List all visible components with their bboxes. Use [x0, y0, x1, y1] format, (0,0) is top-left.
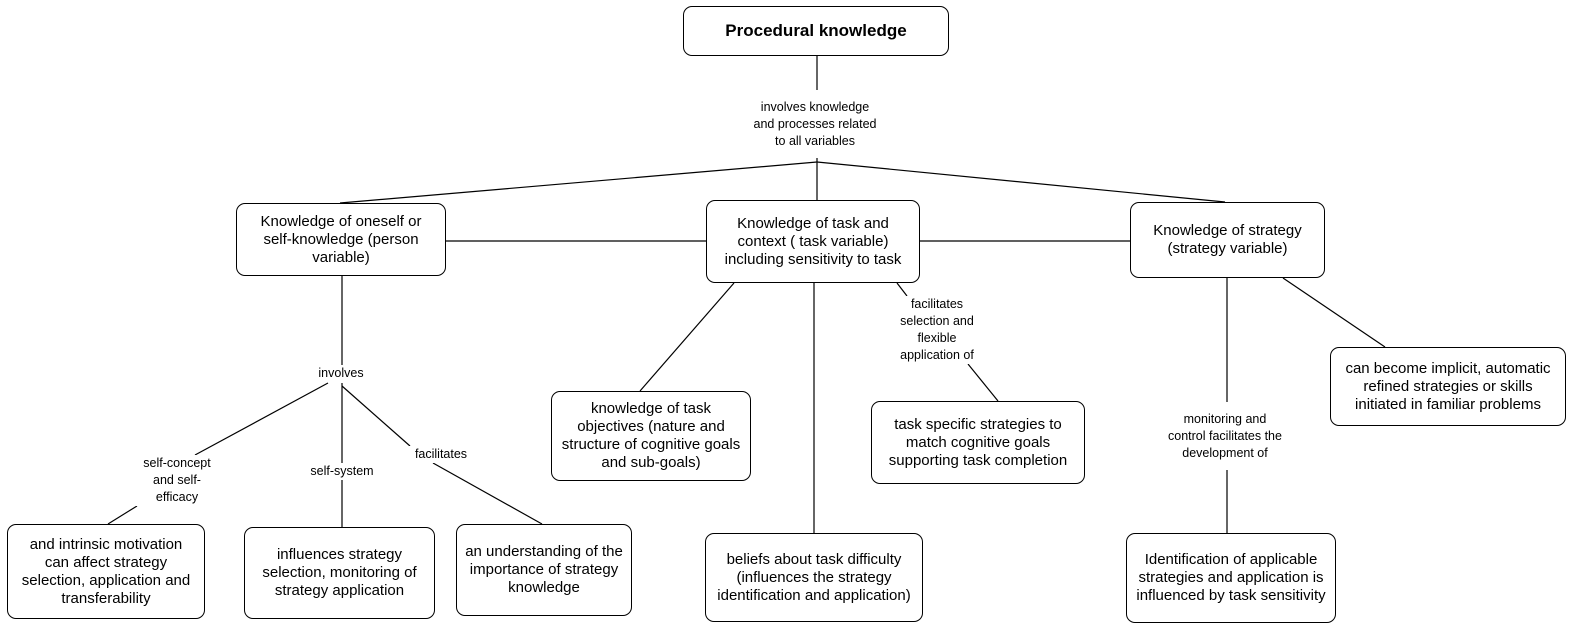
node-intrinsic-motivation: and intrinsic motivation can affect stra…: [7, 524, 205, 619]
connector-task-to-facilitates-label: [896, 282, 908, 297]
node-implicit-strategies: can become implicit, automatic refined s…: [1330, 347, 1566, 426]
node-task-objectives: knowledge of task objectives (nature and…: [551, 391, 751, 481]
label-self-system: self-system: [300, 463, 384, 480]
node-beliefs-difficulty: beliefs about task difficulty (influence…: [705, 533, 923, 622]
connector-label-to-self: [339, 161, 818, 204]
connector-self-concept-to-motivation: [107, 505, 138, 525]
label-monitoring-control: monitoring and control facilitates the d…: [1166, 402, 1284, 470]
node-self-knowledge: Knowledge of oneself or self-knowledge (…: [236, 203, 446, 276]
connector-facilitates-label-to-specific: [967, 363, 999, 402]
node-procedural-knowledge: Procedural knowledge: [683, 6, 949, 56]
node-understanding-importance: an understanding of the importance of st…: [456, 524, 632, 616]
label-involves-all-variables: involves knowledge and processes related…: [752, 90, 878, 158]
label-involves: involves: [310, 365, 372, 382]
connector-strategy-to-implicit: [1282, 277, 1386, 348]
label-facilitates: facilitates: [406, 446, 476, 463]
label-self-concept: self-concept and self-efficacy: [136, 455, 218, 506]
node-strategy-knowledge: Knowledge of strategy (strategy variable…: [1130, 202, 1325, 278]
connector-task-to-objectives: [639, 282, 735, 392]
node-identification-strategies: Identification of applicable strategies …: [1126, 533, 1336, 623]
connector-involves-to-self-concept: [194, 382, 329, 456]
node-influences-selection: influences strategy selection, monitorin…: [244, 527, 435, 619]
connector-involves-to-facilitates: [341, 385, 411, 447]
node-task-specific-strategies: task specific strategies to match cognit…: [871, 401, 1085, 484]
connector-facilitates-to-understanding: [432, 462, 543, 525]
label-facilitates-selection: facilitates selection and flexible appli…: [886, 296, 988, 364]
node-task-knowledge: Knowledge of task and context ( task var…: [706, 200, 920, 283]
connector-label-to-strategy: [816, 161, 1226, 203]
